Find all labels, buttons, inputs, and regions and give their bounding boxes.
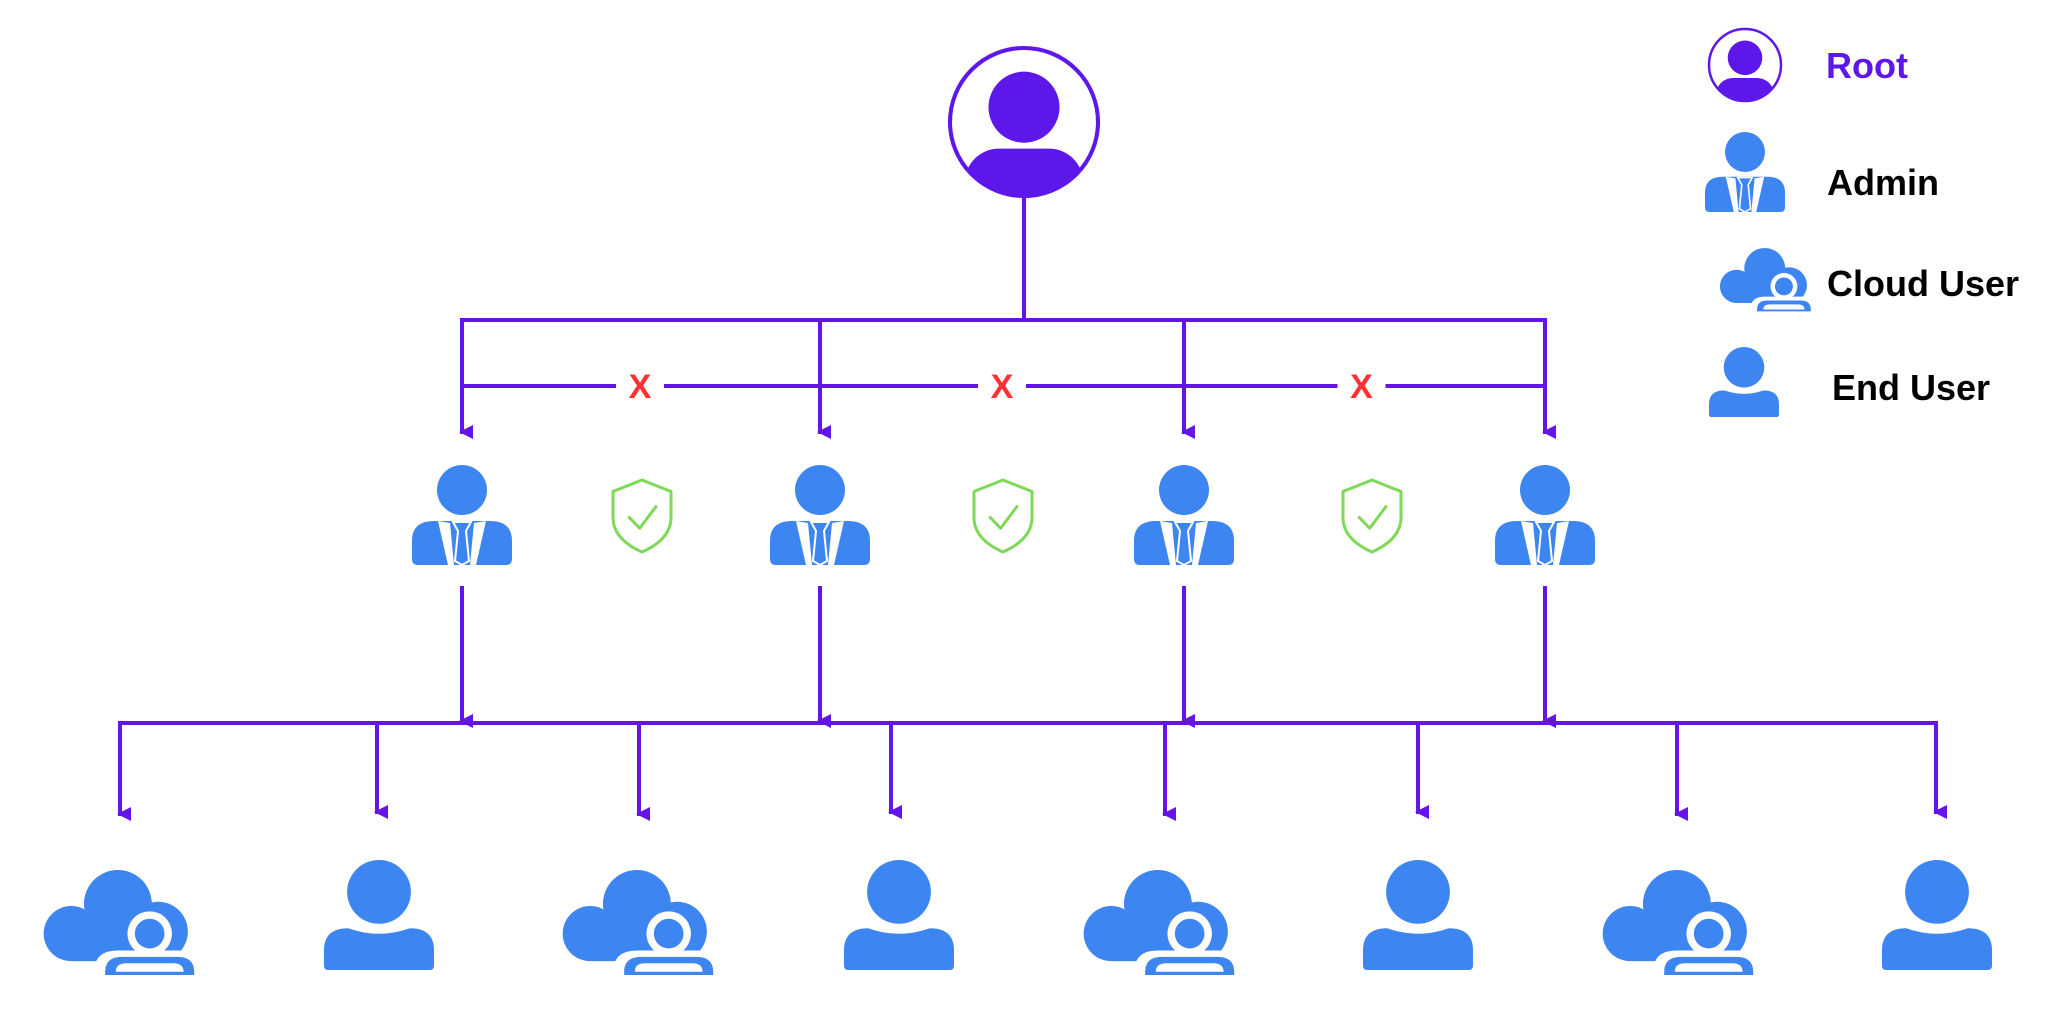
legend-label: Cloud User — [1827, 263, 2019, 304]
shield-check-icon — [611, 478, 673, 554]
cloud-user-icon — [562, 870, 724, 980]
nodes — [43, 45, 1992, 980]
admin-icon — [1705, 132, 1785, 213]
legend-item-cloud-user: Cloud User — [1719, 248, 2019, 314]
root-icon — [947, 45, 1101, 199]
admin-icon — [1134, 465, 1234, 567]
end-user-icon — [1882, 860, 1992, 970]
shield-check-icon — [1341, 478, 1403, 554]
end-user-icon — [1709, 347, 1779, 417]
end-user-icon — [844, 860, 954, 970]
shield-check-icon — [972, 478, 1034, 554]
cloud-user-icon — [1083, 870, 1245, 980]
root-icon — [1707, 27, 1783, 103]
cloud-user-icon — [1719, 248, 1818, 314]
legend-label: Admin — [1827, 162, 1939, 203]
end-user-icon — [324, 860, 434, 970]
cloud-user-icon — [1602, 870, 1764, 980]
legend-item-end-user: End User — [1709, 347, 1990, 417]
blocked-link-mark: X — [629, 368, 652, 406]
admin-icon — [1495, 465, 1595, 567]
blocked-link-mark: X — [1350, 368, 1373, 406]
cloud-user-icon — [43, 870, 205, 980]
legend-label: End User — [1832, 367, 1990, 408]
admin-icon — [412, 465, 512, 567]
legend-item-root: Root — [1707, 27, 1908, 103]
blocked-link-mark: X — [991, 368, 1014, 406]
legend-label: Root — [1826, 45, 1908, 86]
legend-item-admin: Admin — [1705, 132, 1939, 213]
end-user-icon — [1363, 860, 1473, 970]
admin-icon — [770, 465, 870, 567]
